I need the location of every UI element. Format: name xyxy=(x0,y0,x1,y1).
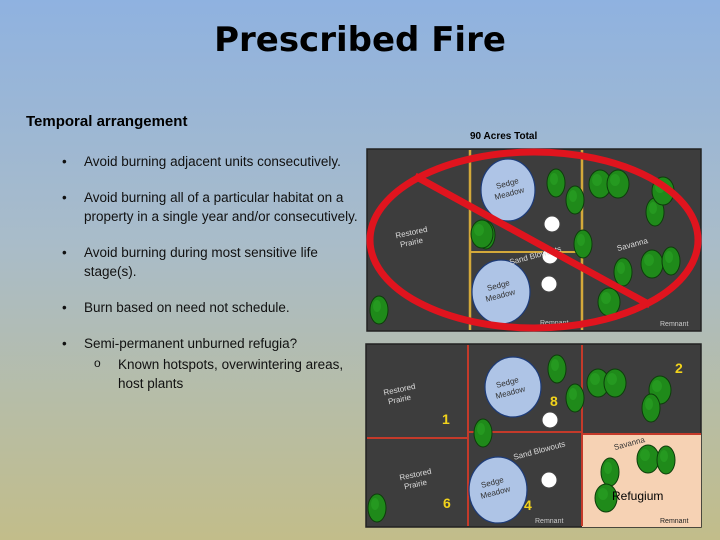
tree-icon xyxy=(640,249,664,279)
bullet-list: Avoid burning adjacent units consecutive… xyxy=(58,152,358,410)
sub-bullet-item: Known hotspots, overwintering areas, hos… xyxy=(84,354,358,393)
label-refugium: Refugium xyxy=(612,489,663,503)
label-remnant: Remnant xyxy=(660,518,688,525)
label-remnant: Remnant xyxy=(660,321,688,328)
blowout-circle xyxy=(543,215,561,233)
bullet-item: Avoid burning all of a particular habita… xyxy=(58,188,358,226)
sub-bullet-list: Known hotspots, overwintering areas, hos… xyxy=(84,354,358,393)
map-total-label: 90 Acres Total xyxy=(470,131,538,142)
tree-icon xyxy=(600,457,620,487)
tree-icon xyxy=(641,393,661,423)
blowout-circle xyxy=(540,471,558,489)
tree-icon xyxy=(656,445,676,475)
tree-icon xyxy=(470,219,494,249)
tree-icon xyxy=(636,444,660,474)
tree-icon xyxy=(606,169,630,199)
property-maps: Restored Prairie Sedge Meadow Sedge Mead… xyxy=(365,148,702,528)
bullet-item: Burn based on need not schedule. xyxy=(58,298,358,317)
label-remnant: Remnant xyxy=(535,518,563,525)
prohibited-icon xyxy=(366,148,702,332)
tree-icon xyxy=(661,246,681,276)
subheading: Temporal arrangement xyxy=(26,113,188,130)
tree-icon xyxy=(367,493,387,523)
bullet-item: Avoid burning during most sensitive life… xyxy=(58,243,358,281)
label-remnant: Remnant xyxy=(540,320,568,327)
unit-number: 8 xyxy=(550,393,558,409)
unit-number: 2 xyxy=(675,360,683,376)
top-map: Restored Prairie Sedge Meadow Sedge Mead… xyxy=(366,148,702,332)
tree-icon xyxy=(547,354,567,384)
unit-number: 6 xyxy=(443,495,451,511)
tree-icon xyxy=(473,418,493,448)
blowout-circle xyxy=(540,275,558,293)
tree-icon xyxy=(597,287,621,317)
tree-icon xyxy=(546,168,566,198)
tree-icon xyxy=(565,185,585,215)
tree-icon xyxy=(603,368,627,398)
unit-number: 4 xyxy=(524,497,532,513)
blowout-circle xyxy=(541,411,559,429)
unit-number: 1 xyxy=(442,411,450,427)
bullet-item: Avoid burning adjacent units consecutive… xyxy=(58,152,358,171)
sedge-meadow-shape xyxy=(468,456,528,524)
slide-title: Prescribed Fire xyxy=(214,20,506,60)
bullet-item: Semi-permanent unburned refugia? Known h… xyxy=(58,334,358,393)
tree-icon xyxy=(613,257,633,287)
tree-icon xyxy=(573,229,593,259)
tree-icon xyxy=(565,383,585,413)
tree-icon xyxy=(369,295,389,325)
sedge-meadow-shape xyxy=(480,158,536,222)
sedge-meadow-shape xyxy=(484,356,542,418)
bullet-text: Semi-permanent unburned refugia? xyxy=(84,336,298,351)
bottom-map: Restored Prairie Restored Prairie Sedge … xyxy=(365,343,702,528)
